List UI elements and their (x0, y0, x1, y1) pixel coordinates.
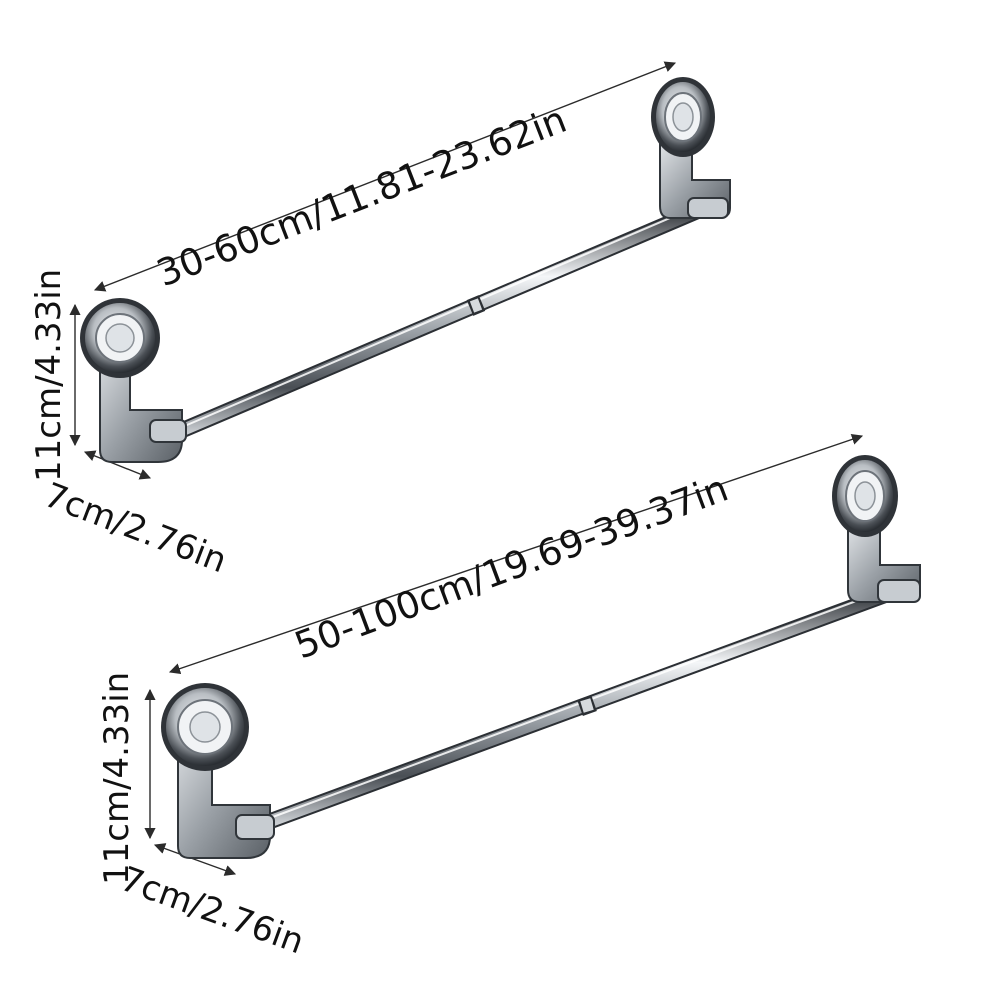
right-suction-mount (832, 455, 921, 603)
left-suction-mount (80, 298, 187, 463)
short-towel-bar (69, 61, 731, 480)
right-suction-mount (651, 77, 731, 219)
height-label-top: 11cm/4.33in (29, 268, 69, 482)
telescopic-rod (260, 586, 896, 830)
telescopic-rod (170, 202, 708, 440)
suction-cup-icon (80, 298, 160, 378)
suction-cup-icon (651, 77, 715, 157)
suction-cup-icon (832, 455, 898, 537)
height-label-bottom: 11cm/4.33in (97, 671, 137, 885)
left-suction-mount (161, 683, 275, 859)
suction-cup-icon (161, 683, 249, 771)
depth-dimension-line (83, 450, 152, 480)
length-dimension-line (168, 433, 864, 675)
long-towel-bar (144, 433, 921, 876)
length-dimension-line (93, 61, 677, 292)
depth-dimension-line (153, 843, 237, 876)
